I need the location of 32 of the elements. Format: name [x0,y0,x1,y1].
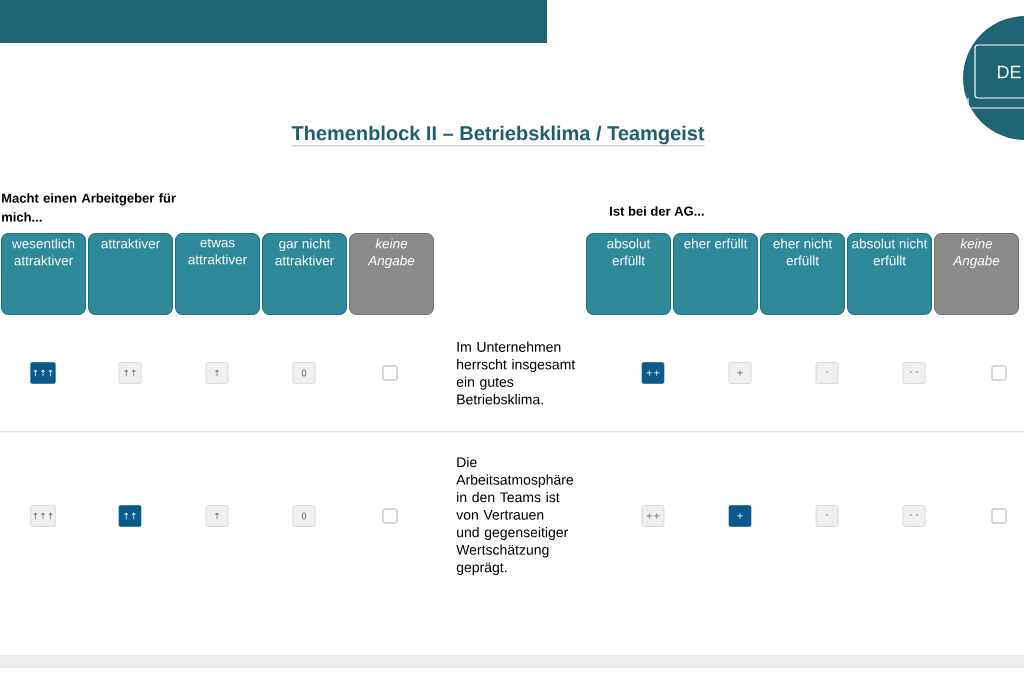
rating-button: - - [902,505,926,527]
answer-option-button: attraktiver [88,233,173,315]
rating-button: 0 [292,362,316,384]
rating-button: ++ [641,505,665,527]
badge-label: DE [998,65,1021,79]
rating-button: + [728,362,752,384]
rating-button: + [728,505,752,527]
question-heading: Ist bei der AG... [610,206,704,216]
rating-button: 0 [292,505,316,527]
answer-option-button: absolut nicht erfüllt [847,233,932,315]
statement-text: Die Arbeitsatmosphäre in den Teams ist von Vertrauen und gegenseitiger Wertschätzung geprägt. [456,456,574,575]
answer-option-button: keine Angabe [934,233,1019,315]
answer-option-button: etwas attraktiver [175,233,260,315]
rating-button: ↑↑↑ [30,362,56,384]
answer-option-button: gar nicht attraktiver [262,233,347,315]
rating-button: ++ [641,362,665,384]
rating-button: ↑ [205,362,229,384]
answer-option-button: eher nicht erfüllt [760,233,845,315]
rating-button: ↑↑ [118,362,142,384]
rating-button: - [815,505,839,527]
question-heading: Macht einen Arbeitgeber für mich... [2,193,176,222]
page-title: Themenblock II – Betriebsklima / Teamgeist [291,125,705,146]
rating-button: ↑↑ [118,505,142,527]
answer-option-button: keine Angabe [349,233,434,315]
answer-option-button: eher erfüllt [673,233,758,315]
rating-button: - [815,362,839,384]
answer-option-button: absolut erfüllt [586,233,671,315]
statement-text: Im Unternehmen herrscht insgesamt ein gutes Betriebsklima. [456,341,576,405]
answer-option-button: wesentlich attraktiver [1,233,86,315]
rating-button: ↑↑↑ [30,505,56,527]
rating-button: - - [902,362,926,384]
rating-button: ↑ [205,505,229,527]
